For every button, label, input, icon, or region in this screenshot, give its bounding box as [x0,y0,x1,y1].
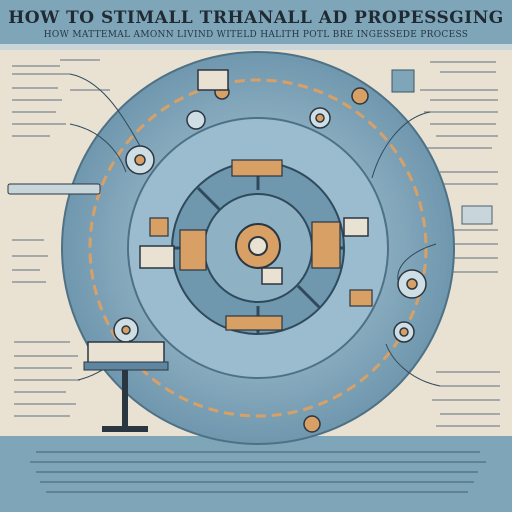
center-axle [248,236,268,256]
left-slider [7,183,101,195]
header-strip [0,44,512,50]
header-band [0,0,512,44]
footer-text-lines [30,451,486,493]
right-device-box [391,69,415,93]
right-text-lines [420,61,500,427]
right-panel-box [461,205,493,225]
mechanical-parts [149,159,373,331]
screens [139,69,369,285]
podium [83,341,169,432]
poster-subtitle: HOW MATTEMAL AMONN LIVIND WITELD HALITH … [43,30,469,40]
footer-band [0,436,512,512]
poster-title: HOW TO STIMALL TRHANALL AD PROPESSGING [8,8,504,28]
left-text-lines [12,59,110,417]
gears [113,84,427,433]
